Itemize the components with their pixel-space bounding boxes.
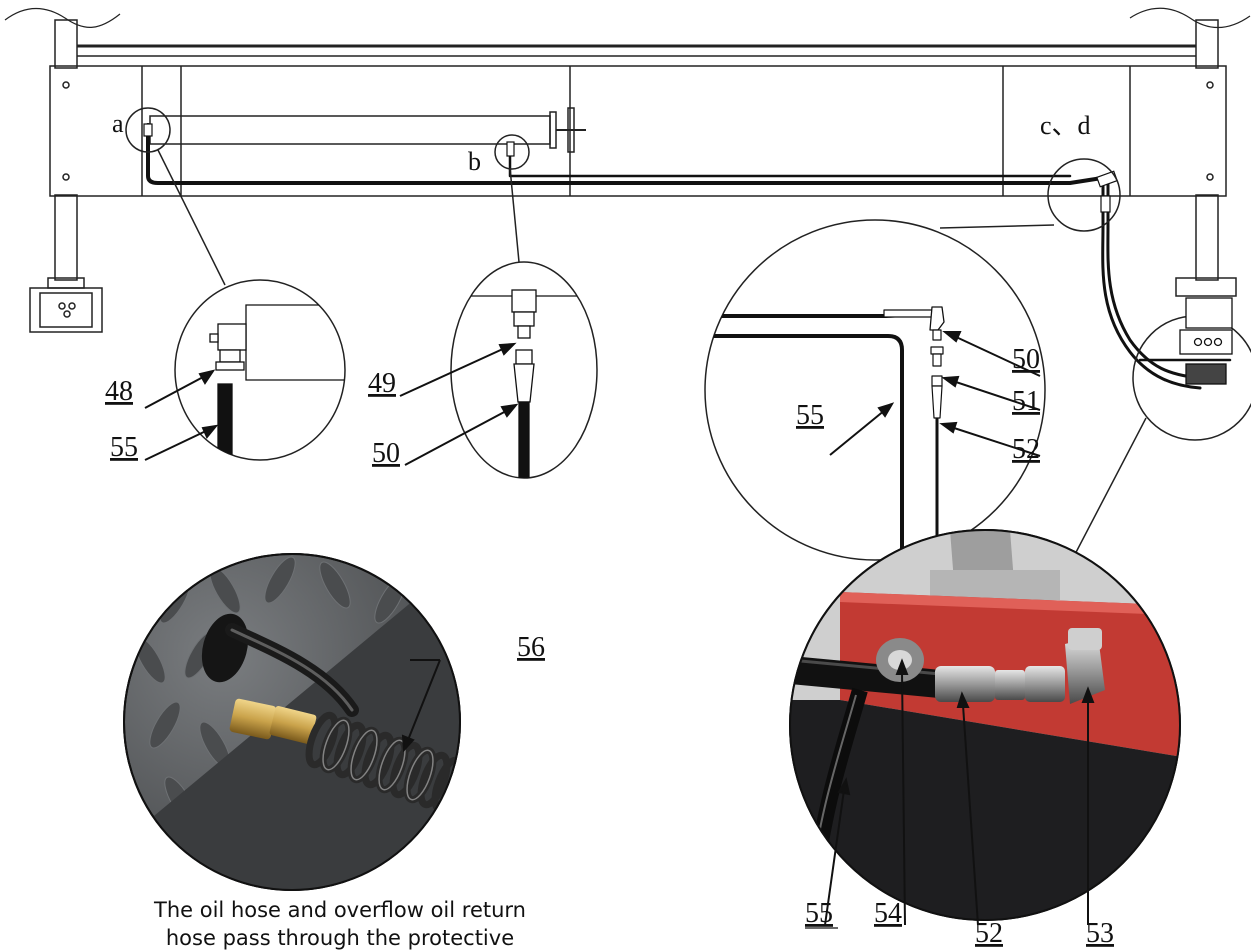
photo-pump-connection [789, 529, 1181, 921]
callout-48: 48 [105, 376, 133, 407]
detail-b [450, 261, 598, 479]
detail-marker-cd [1047, 158, 1121, 232]
callout-arrows [144, 331, 1095, 926]
detail-label-cd: c、d [1040, 111, 1091, 140]
callout-50-b: 50 [372, 438, 400, 469]
detail-marker-a [125, 107, 171, 153]
detail-label-b: b [468, 147, 481, 176]
beam-fittings [143, 123, 1118, 213]
lift-frame [4, 7, 1251, 333]
callout-56: 56 [517, 632, 545, 663]
callout-52-c: 52 [1012, 434, 1040, 465]
callout-55-photo: 55 [805, 898, 833, 929]
detail-marker-b [494, 134, 530, 170]
callout-54: 54 [874, 898, 902, 929]
beam-hoses [146, 123, 1232, 390]
callout-55-a: 55 [110, 432, 138, 463]
callout-51: 51 [1012, 386, 1040, 417]
photo-protective-sleeve [123, 553, 461, 891]
leader-lines [157, 149, 1147, 561]
caption-text: The oil hose and overflow oil return hos… [154, 898, 526, 950]
detail-a [174, 279, 346, 461]
detail-cd [704, 219, 1046, 561]
callout-53: 53 [1086, 918, 1114, 949]
callout-52-photo: 52 [975, 918, 1003, 949]
callout-55-c: 55 [796, 400, 824, 431]
pump-unit [1179, 297, 1233, 385]
callout-50-c: 50 [1012, 344, 1040, 375]
detail-label-a: a [112, 109, 124, 138]
callout-49: 49 [368, 368, 396, 399]
